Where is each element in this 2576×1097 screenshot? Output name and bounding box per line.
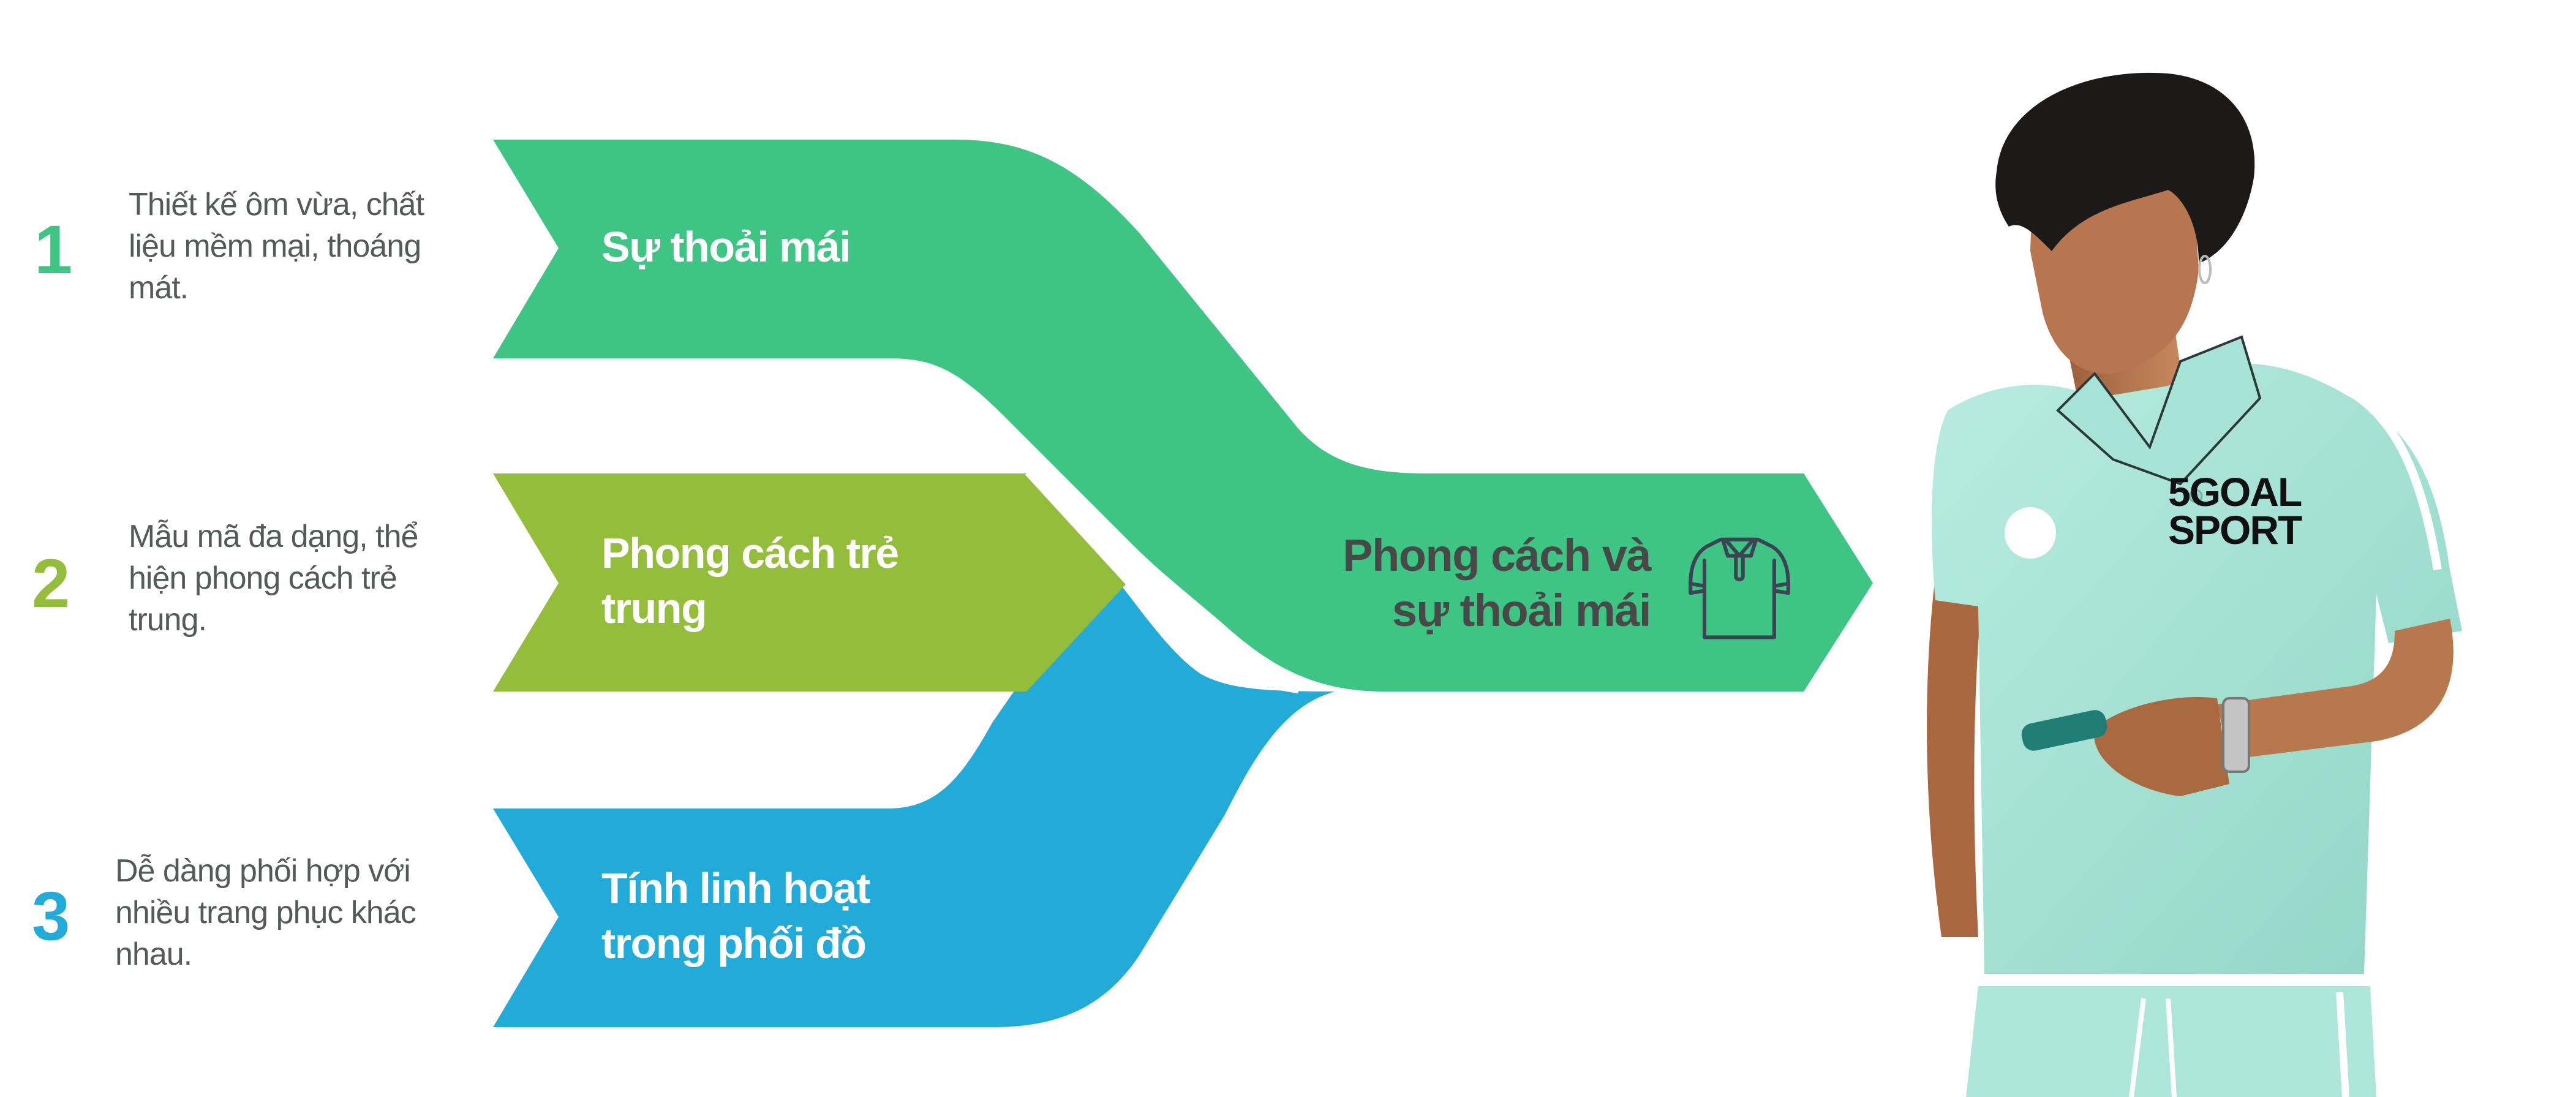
label-youthful-style: Phong cách trẻ trung <box>601 529 899 632</box>
step-number-2: 2 <box>32 545 70 622</box>
brand-line2: SPORT <box>2168 507 2302 552</box>
result-label-line2: sự thoải mái <box>1392 585 1652 636</box>
junction-separator <box>1125 582 1299 693</box>
polo-shirt-icon <box>1689 537 1790 639</box>
step-description-2: Mẫu mã đa dạng, thể hiện phong cách trẻ … <box>129 519 418 638</box>
brand-line1: 5GOAL <box>2168 469 2302 515</box>
label-flexibility: Tính linh hoạt trong phối đồ <box>601 864 870 967</box>
model-chest-circle <box>2005 507 2056 559</box>
model-drawstring <box>2129 998 2177 1097</box>
arrow-comfort <box>493 140 1873 692</box>
arrow-flexibility <box>493 564 1347 1027</box>
label-comfort: Sự thoải mái <box>601 223 851 271</box>
model-shorts-stripe <box>2336 992 2349 1097</box>
model-collar <box>2056 335 2262 486</box>
model-right-arm <box>2217 619 2454 760</box>
brand-logo: 5GOAL SPORT <box>2168 469 2302 552</box>
step-number-3: 3 <box>32 878 70 954</box>
step-description-3: Dễ dàng phối hợp với nhiều trang phục kh… <box>115 853 416 972</box>
model-left-arm <box>1927 576 1984 937</box>
step-description-1: Thiết kế ôm vừa, chất liệu mềm mại, thoá… <box>129 187 424 306</box>
model-watch <box>2222 697 2250 773</box>
model-shirt-button <box>2188 489 2203 503</box>
step-number-1: 1 <box>34 211 72 288</box>
arrow-youthful-style <box>493 473 1127 692</box>
model-hand <box>2094 697 2229 796</box>
model-hair <box>1995 72 2255 263</box>
model-image <box>1927 72 2462 1097</box>
model-shirt <box>1932 363 2462 974</box>
result-label: Phong cách và sự thoải mái <box>1283 528 1651 638</box>
model-earring <box>2198 255 2212 284</box>
junction-separator <box>1025 472 1129 585</box>
model-sleeve-stripe <box>2337 382 2442 571</box>
model-phone <box>2021 710 2107 751</box>
result-label-line1: Phong cách và <box>1343 530 1651 581</box>
